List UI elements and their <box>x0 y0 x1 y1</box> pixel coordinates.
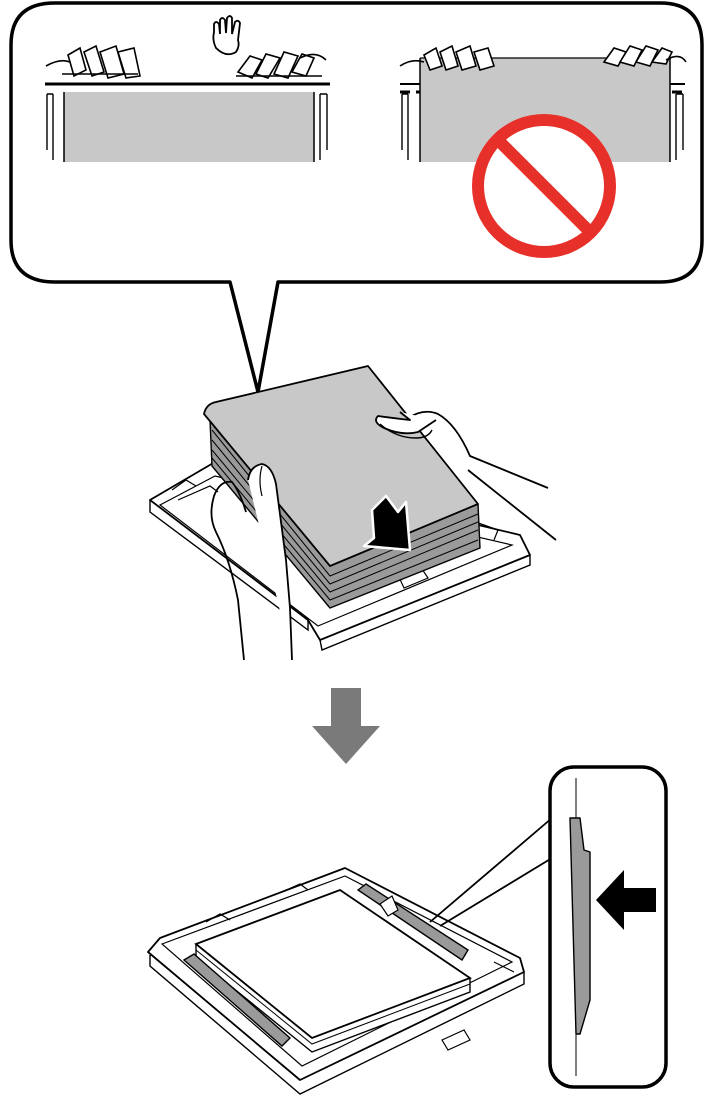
down-arrow-icon <box>312 688 380 764</box>
zoom-leader-lines <box>430 818 552 926</box>
hand-stop-icon <box>213 16 240 54</box>
prohibition-icon <box>478 120 610 252</box>
edge-guide-detail <box>550 767 666 1087</box>
